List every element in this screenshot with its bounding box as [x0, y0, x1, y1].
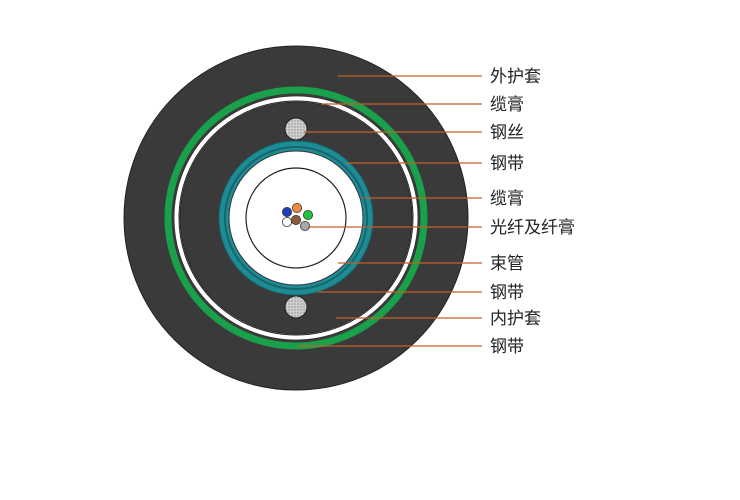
- label-steel-wire: 钢丝: [490, 123, 524, 143]
- outer-steel-tape-ring: [164, 86, 428, 350]
- label-outer-jacket: 外护套: [490, 67, 541, 87]
- fiber-bundle: [281, 202, 313, 231]
- steel-wire-top: [284, 117, 308, 141]
- label-steel-tape-inner: 钢带: [490, 154, 524, 174]
- leader-lines: [298, 75, 482, 347]
- label-outer-gel: 缆膏: [490, 94, 524, 115]
- layer-labels: 外护套 缆膏 钢丝 钢带 缆膏 光纤及纤膏 束管 钢带 内护套 钢带: [490, 67, 575, 357]
- optical-fiber-1: [281, 206, 292, 217]
- optical-fiber-2: [291, 202, 302, 213]
- tube-steel-tape-inner-ring: [224, 146, 368, 290]
- optical-fiber-4: [281, 216, 292, 227]
- label-inner-jacket: 内护套: [490, 309, 541, 329]
- steel-wire-bottom: [284, 295, 308, 319]
- label-steel-tape-tube: 钢带: [490, 283, 524, 303]
- label-inner-gel: 缆膏: [490, 188, 524, 209]
- optical-fiber-3: [302, 209, 313, 220]
- label-steel-tape-outer: 钢带: [490, 337, 524, 357]
- label-loose-tube: 束管: [490, 254, 524, 274]
- inner-steel-tape-ring: [178, 100, 414, 336]
- label-fiber-and-gel: 光纤及纤膏: [490, 217, 575, 238]
- optical-fiber-6: [299, 220, 310, 231]
- optical-fiber-5: [290, 214, 301, 225]
